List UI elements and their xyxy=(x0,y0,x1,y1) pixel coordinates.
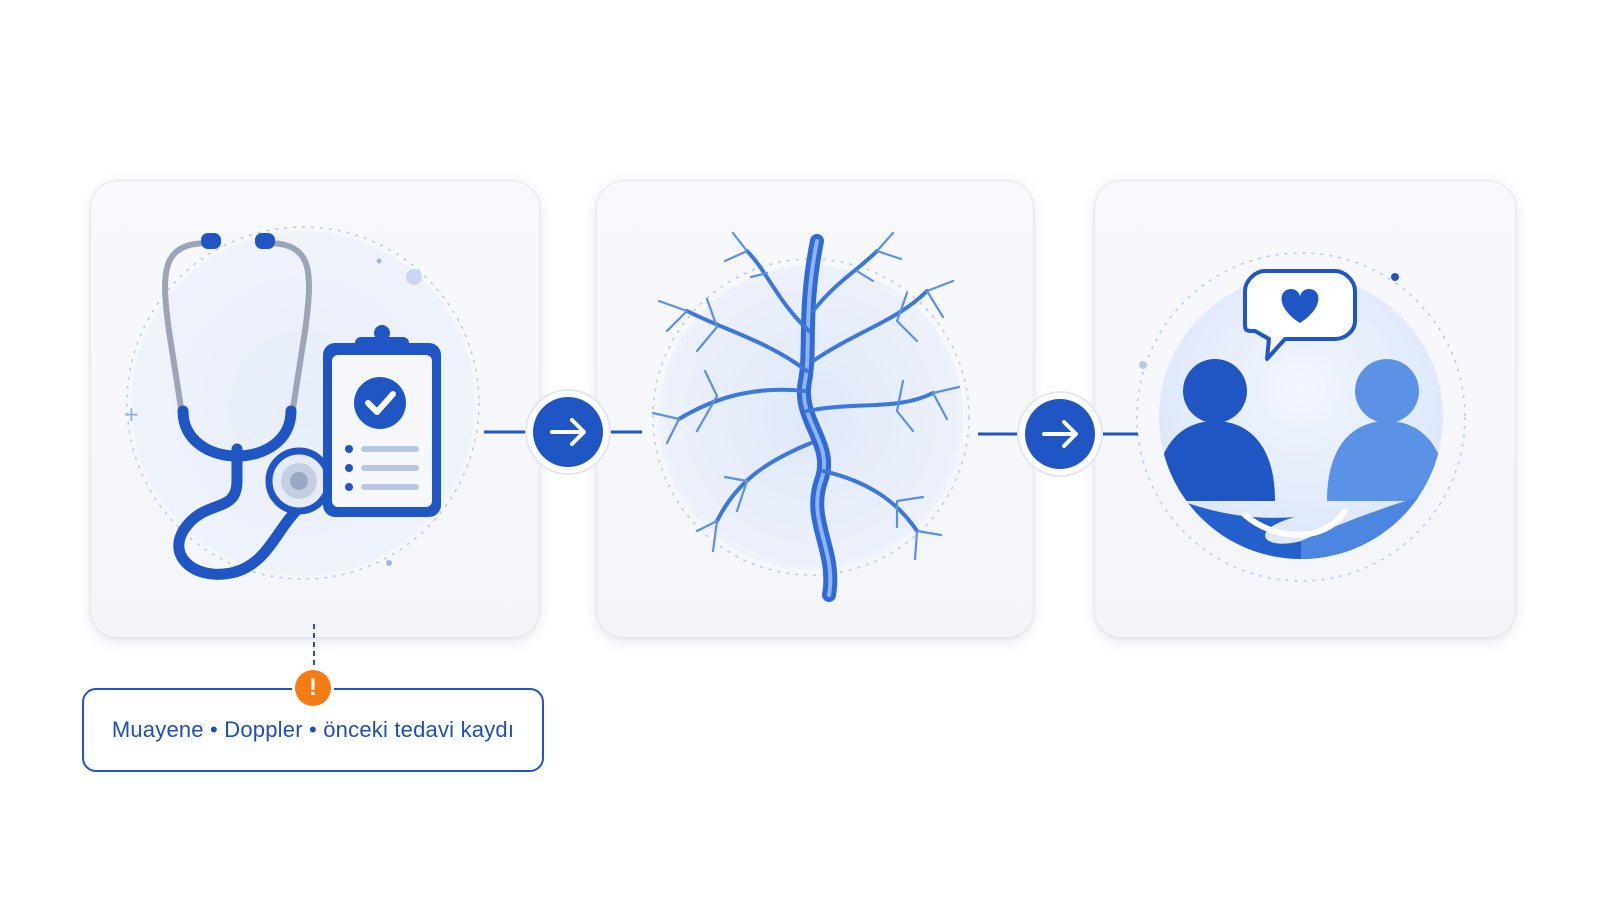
veins-illustration xyxy=(651,231,970,602)
stethoscope-icon xyxy=(162,233,333,580)
svg-text:+: + xyxy=(123,402,140,426)
step-card-examination: + xyxy=(90,180,540,638)
exclamation-icon: ! xyxy=(295,670,331,706)
examination-illustration: + xyxy=(123,226,480,580)
step-card-veins xyxy=(596,180,1034,638)
alert-glyph: ! xyxy=(309,674,317,701)
vein-tree-icon xyxy=(651,231,961,602)
heart-speech-bubble-icon xyxy=(1243,269,1357,361)
care-illustration xyxy=(1136,252,1466,582)
step-card-care xyxy=(1094,180,1516,638)
findings-note-text: Muayene • Doppler • önceki tedavi kaydı xyxy=(111,717,515,742)
clipboard-check-icon xyxy=(323,325,441,517)
